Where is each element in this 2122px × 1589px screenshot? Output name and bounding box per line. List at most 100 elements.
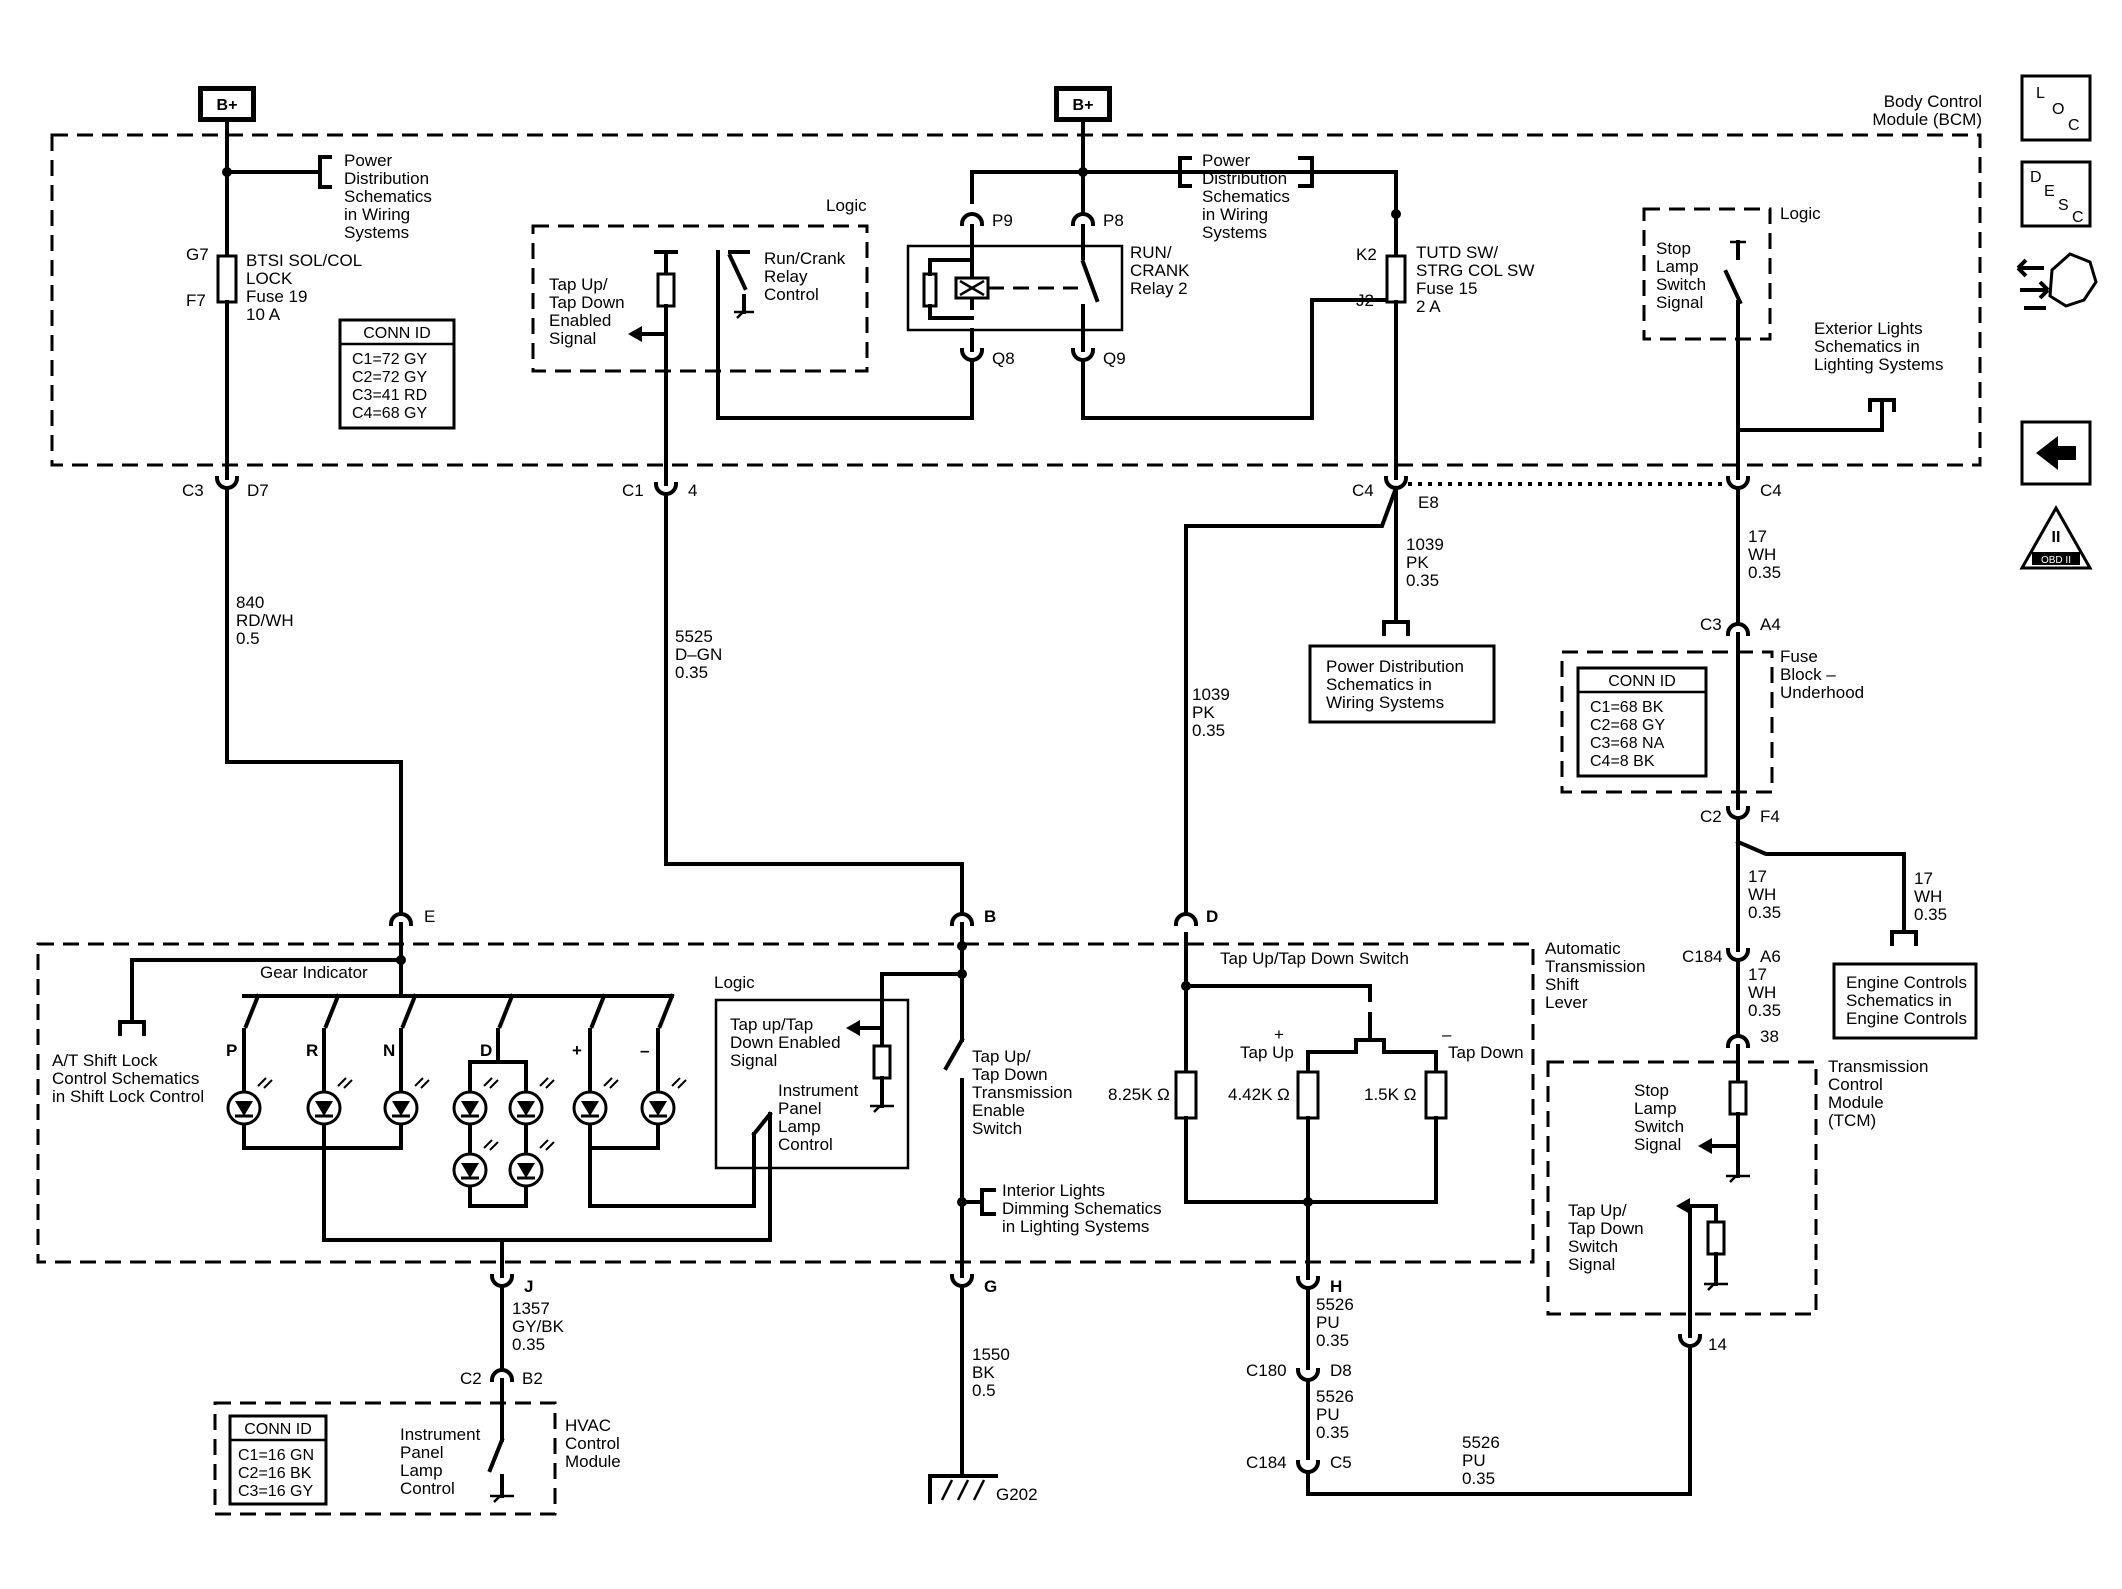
led-4 (572, 1077, 619, 1126)
shift-logic-circuit (322, 972, 964, 1242)
loc-icon[interactable]: LOC (2020, 74, 2092, 142)
led-1 (306, 1077, 353, 1126)
resistor-4-42k: 4.42K Ω (1228, 1085, 1290, 1104)
connector-c3-a4-right: A4 (1760, 615, 1781, 634)
tcm-stop-lamp-circuit (1698, 1044, 1750, 1183)
connector-38 (1725, 1034, 1751, 1049)
connector-d7-label: D7 (247, 481, 269, 500)
connector-c2-b2-left: C2 (460, 1369, 482, 1388)
logic-box-stop (1642, 207, 1772, 341)
svg-text:OBD II: OBD II (2041, 555, 2071, 566)
connector-c3-a4-left: C3 (1700, 615, 1722, 634)
logic-box-tap (531, 224, 869, 373)
connector-c184-a6-right: A6 (1760, 947, 1781, 966)
svg-text:LOC: LOC (2036, 85, 2080, 134)
fuse-15-circuit (1385, 209, 1407, 480)
gear-label-1: R (306, 1041, 318, 1060)
connector-c180-label: C180 (1246, 1361, 1287, 1380)
svg-text:CONN ID: CONN ID (363, 325, 431, 342)
svg-text:B+: B+ (217, 97, 238, 114)
relay-pin-q9: Q9 (1103, 349, 1126, 368)
back-arrow-icon[interactable] (2020, 420, 2092, 486)
connector-b (949, 912, 975, 927)
stop-lamp-switch (1723, 240, 1896, 480)
fuse-19-pin-top: G7 (186, 245, 209, 264)
run-crank-relay (906, 120, 1398, 420)
tap-up-label: +Tap Up (1240, 1025, 1294, 1062)
logic-label-bcm: Logic (826, 196, 867, 215)
fuse-block-outline (1560, 650, 1774, 794)
connector-c184-c5-left: C184 (1246, 1453, 1287, 1472)
connector-14-label: 14 (1708, 1335, 1727, 1354)
ground-g202 (928, 1438, 998, 1504)
connector-e-label: E (424, 907, 435, 926)
connector-c2-b2-right: B2 (522, 1369, 543, 1388)
connector-c2-b2 (489, 1368, 515, 1383)
svg-text:B+: B+ (1073, 97, 1094, 114)
connector-c2-f4-right: F4 (1760, 807, 1780, 826)
tutd-switch-label: Tap Up/Tap Down Switch (1220, 949, 1409, 968)
shift-lever-outline (36, 942, 1535, 1264)
connector-38-label: 38 (1760, 1027, 1779, 1046)
gear-indicator-label: Gear Indicator (260, 963, 368, 982)
tap-down-label: –Tap Down (1442, 1025, 1524, 1062)
logic-label-shift: Logic (714, 973, 755, 992)
gear-label-5: – (640, 1041, 649, 1060)
desc-icon[interactable]: DESC (2020, 160, 2092, 228)
battery-terminal-left: B+ (198, 86, 256, 122)
engine-controls-ref-box (1832, 962, 1978, 1040)
connector-c3-a4 (1725, 622, 1751, 637)
ground-g202-label: G202 (996, 1485, 1038, 1504)
gear-label-4: + (572, 1041, 582, 1060)
connector-c1-label: C1 (622, 481, 644, 500)
connector-j-label: J (524, 1277, 533, 1296)
svg-text:II: II (2052, 529, 2061, 546)
led-5 (640, 1077, 687, 1126)
connector-d (1173, 912, 1199, 927)
connector-c4-right-label: C4 (1760, 481, 1782, 500)
connector-c184-c5-right: C5 (1330, 1453, 1352, 1472)
component-connector-icon[interactable] (2016, 252, 2098, 310)
led-d-2 (508, 1077, 555, 1126)
tcm-tap-switch-circuit (1676, 1198, 1728, 1338)
run-crank-control-switch (716, 250, 974, 420)
connector-e (388, 912, 414, 927)
connector-d8-label: D8 (1330, 1361, 1352, 1380)
relay-pin-p8: P8 (1103, 211, 1124, 230)
hvac-ip-lamp-switch (487, 1378, 514, 1503)
gear-label-0: P (226, 1041, 237, 1060)
bcm-outline (50, 133, 1982, 467)
tap-enabled-circuit (628, 250, 678, 486)
obd-ii-icon[interactable]: II OBD II (2019, 504, 2093, 570)
led-d-3 (452, 1139, 499, 1188)
fuse-15-pin-top: K2 (1356, 245, 1377, 264)
svg-text:CONN ID: CONN ID (1608, 673, 1676, 690)
